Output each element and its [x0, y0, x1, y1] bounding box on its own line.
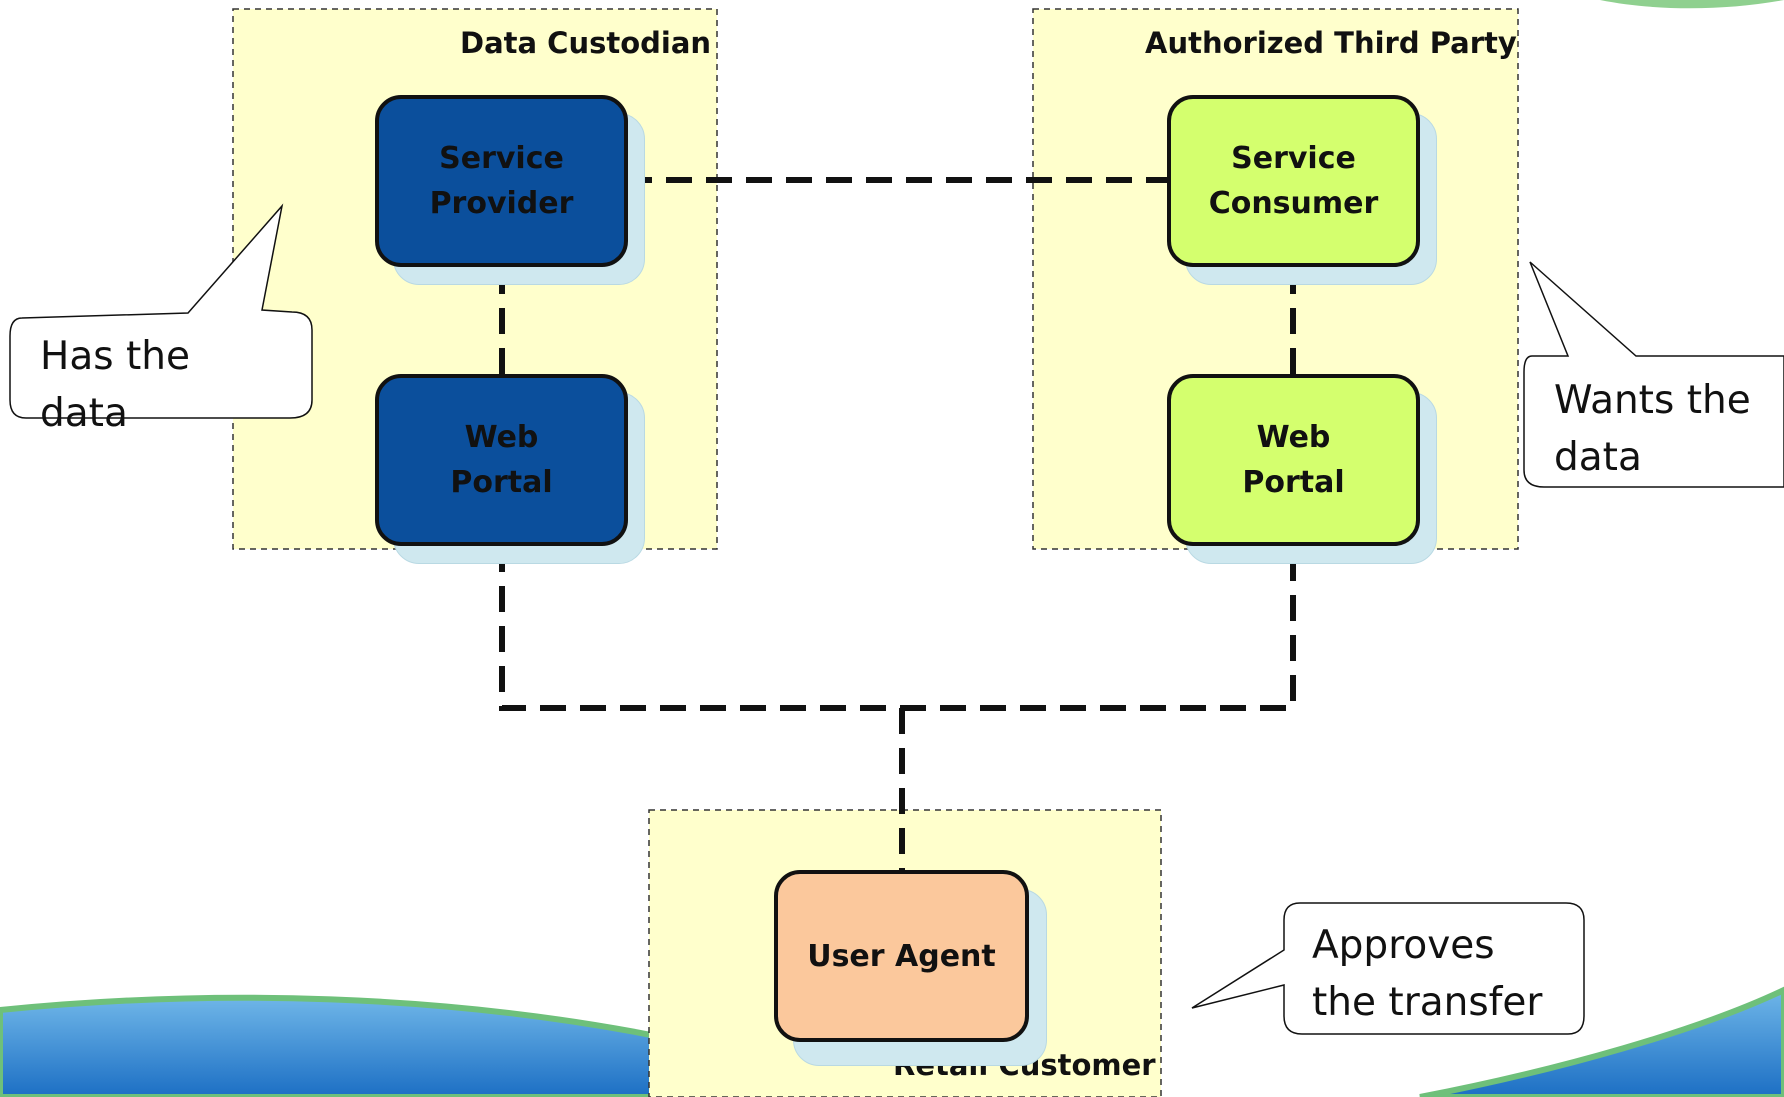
decorative-wave-bottom-right	[1419, 986, 1784, 1097]
node-dc-web-portal-line2: Portal	[450, 465, 553, 500]
group-label-authorized-third-party: Authorized Third Party	[1145, 26, 1517, 60]
node-atp-web-portal-line2: Portal	[1242, 465, 1345, 500]
connector-portals-bus	[499, 546, 1296, 711]
node-user-agent: User Agent	[774, 870, 1029, 1042]
callout-approves-line2: the transfer	[1312, 980, 1543, 1025]
group-label-data-custodian: Data Custodian	[460, 26, 712, 60]
callout-approves-shape	[1191, 902, 1585, 1035]
node-service-consumer-line2: Consumer	[1208, 186, 1379, 221]
node-service-provider-line2: Provider	[429, 186, 574, 221]
callout-has-data-line1: Has the	[40, 334, 190, 379]
node-service-consumer: Service Consumer	[1167, 95, 1420, 267]
callout-wants-data-line1: Wants the	[1554, 378, 1751, 423]
callout-has-data: Has the data	[40, 328, 190, 442]
node-service-provider: Service Provider	[375, 95, 628, 267]
connectors	[499, 177, 1296, 871]
node-atp-web-portal: Web Portal	[1167, 374, 1420, 546]
decorative-wave-bottom-left	[0, 994, 703, 1097]
callout-wants-data-shape	[1523, 261, 1784, 488]
callout-wants-data: Wants the data	[1554, 372, 1751, 486]
decorative-wave-top-right	[1600, 0, 1784, 9]
node-atp-web-portal-line1: Web	[1256, 420, 1331, 455]
callout-has-data-shape	[9, 203, 313, 419]
callout-approves-line1: Approves	[1312, 923, 1495, 968]
callout-wants-data-line2: data	[1554, 435, 1642, 480]
node-service-consumer-line1: Service	[1231, 141, 1356, 176]
node-service-provider-line1: Service	[439, 141, 564, 176]
node-dc-web-portal: Web Portal	[375, 374, 628, 546]
callout-has-data-line2: data	[40, 391, 128, 436]
node-dc-web-portal-line1: Web	[464, 420, 539, 455]
node-user-agent-label: User Agent	[807, 938, 996, 974]
callout-approves: Approves the transfer	[1312, 917, 1542, 1031]
